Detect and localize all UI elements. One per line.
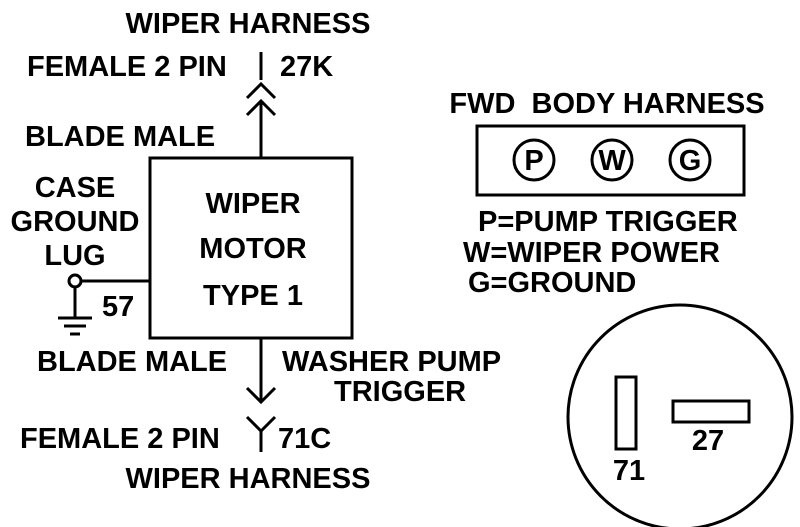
vertical-terminal-slot — [614, 375, 638, 451]
top-connector-label: FEMALE 2 PIN — [27, 51, 227, 83]
bottom-connector-label: FEMALE 2 PIN — [20, 423, 220, 455]
round-connector-face — [566, 303, 794, 527]
top-female-connector-symbol — [245, 81, 277, 100]
legend-pump-trigger: P=PUMP TRIGGER — [478, 206, 738, 238]
legend-ground: G=GROUND — [468, 267, 636, 299]
bottom-female-connector-symbol — [245, 415, 277, 434]
bottom-harness-label: WIPER HARNESS — [126, 463, 371, 495]
top-harness-label: WIPER HARNESS — [126, 8, 371, 40]
pin-p-label: P — [524, 145, 543, 177]
horizontal-terminal-label: 27 — [692, 425, 724, 457]
bottom-function-label-line2: TRIGGER — [334, 376, 466, 408]
body-harness-connector — [475, 124, 746, 197]
pin-w-circle — [590, 138, 634, 182]
motor-label-line2: MOTOR — [199, 233, 306, 265]
case-ground-label-line2: GROUND — [11, 206, 140, 238]
motor-label-line1: WIPER — [205, 188, 300, 220]
bottom-terminal-label: BLADE MALE — [37, 346, 227, 378]
wiper-motor-box — [148, 156, 354, 340]
top-wire-label: 27K — [280, 51, 333, 83]
bottom-function-label-line1: WASHER PUMP — [282, 346, 501, 378]
pin-g-circle — [668, 138, 712, 182]
ground-lug-terminal — [67, 273, 83, 289]
pin-p-circle — [512, 138, 556, 182]
case-ground-label-line3: LUG — [44, 240, 105, 272]
vertical-terminal-label: 71 — [613, 455, 645, 487]
horizontal-terminal-slot — [671, 399, 751, 424]
pin-w-label: W — [598, 145, 626, 177]
legend-wiper-power: W=WIPER POWER — [463, 237, 720, 269]
body-harness-title: FWD BODY HARNESS — [449, 88, 764, 120]
bottom-male-blade-symbol — [245, 386, 277, 405]
case-ground-label-line1: CASE — [35, 172, 116, 204]
pin-g-label: G — [679, 145, 702, 177]
bottom-wire-label: 71C — [278, 423, 331, 455]
top-terminal-label: BLADE MALE — [25, 121, 215, 153]
motor-label-line3: TYPE 1 — [203, 280, 303, 312]
ground-wire-label: 57 — [102, 291, 134, 323]
